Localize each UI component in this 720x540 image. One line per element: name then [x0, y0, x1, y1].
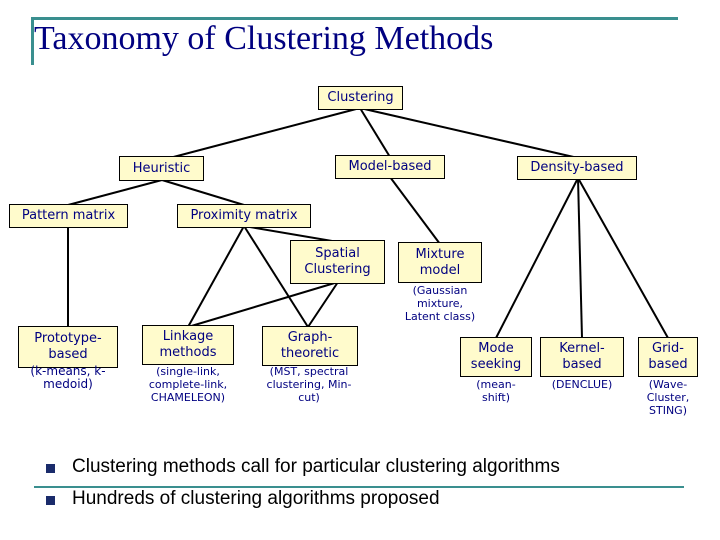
node-linkage-methods: Linkage methods: [142, 325, 234, 365]
mode-sub-line1: (mean-: [476, 378, 516, 391]
edge-proximity-linkage: [187, 225, 245, 328]
node-proximity-matrix: Proximity matrix: [177, 204, 311, 228]
node-grid-based: Grid- based: [638, 337, 698, 377]
node-kernel-based: Kernel- based: [540, 337, 624, 377]
node-spatial-clustering: Spatial Clustering: [290, 240, 385, 284]
tree-connectors: [67, 107, 669, 339]
linkage-examples: (single-link, complete-link, CHAMELEON): [138, 365, 238, 404]
prototype-sub-line2: medoid): [43, 377, 93, 391]
node-graph-theoretic: Graph- theoretic: [262, 326, 358, 366]
node-graph-label-line2: theoretic: [280, 346, 340, 361]
edge-spatial-linkage: [187, 281, 339, 328]
mixture-model-examples: (Gaussian mixture, Latent class): [395, 284, 485, 323]
node-model-based: Model-based: [335, 155, 445, 179]
square-bullet-icon: [46, 464, 55, 473]
node-pattern-matrix: Pattern matrix: [9, 204, 128, 228]
grid-sub-line1: (Wave-: [648, 378, 688, 391]
node-spatial-label-line1: Spatial: [315, 246, 360, 261]
mode-sub-line2: shift): [481, 391, 511, 404]
node-density-based: Density-based: [517, 156, 637, 180]
mixture-sub-line2: mixture,: [416, 297, 464, 310]
edge-clustering-heuristic: [161, 107, 361, 161]
node-kernel-label-line2: based: [562, 357, 602, 372]
edge-density-grid: [577, 177, 669, 339]
edge-heuristic-pattern: [67, 179, 163, 206]
node-clustering: Clustering: [318, 86, 403, 110]
graph-sub-line3: cut): [298, 391, 320, 404]
node-mixture-model: Mixture model: [398, 242, 482, 283]
node-mode-seeking: Mode seeking: [460, 337, 532, 377]
grid-sub-line3: STING): [649, 404, 687, 417]
prototype-examples: (k-means, k- medoid): [13, 365, 123, 391]
node-prototype-based: Prototype- based: [18, 326, 118, 368]
edge-proximity-spatial: [243, 225, 339, 243]
node-heuristic: Heuristic: [119, 156, 204, 181]
node-mode-label-line1: Mode: [478, 341, 514, 356]
edge-clustering-density: [359, 107, 579, 159]
node-model-based-label: Model-based: [348, 159, 432, 174]
graph-sub-line1: (MST, spectral: [269, 365, 349, 378]
square-bullet-icon: [46, 496, 55, 505]
linkage-sub-line2: complete-link,: [148, 378, 228, 391]
mixture-sub-line1: (Gaussian: [412, 284, 468, 297]
linkage-sub-line1: (single-link,: [156, 365, 220, 378]
graph-examples: (MST, spectral clustering, Min- cut): [256, 365, 362, 404]
node-mode-label-line2: seeking: [470, 357, 522, 372]
node-graph-label-line1: Graph-: [287, 330, 333, 345]
node-kernel-label-line1: Kernel-: [559, 341, 605, 356]
node-spatial-label-line2: Clustering: [304, 262, 371, 277]
title-rule-top: [31, 17, 678, 20]
node-linkage-label-line2: methods: [159, 345, 217, 360]
edge-model-mixture: [389, 176, 441, 245]
node-grid-label-line1: Grid-: [652, 341, 684, 356]
linkage-sub-line3: CHAMELEON): [150, 391, 226, 404]
title-rule-left: [31, 17, 34, 65]
kernel-examples: (DENCLUE): [540, 378, 624, 391]
kernel-sub-line1: (DENCLUE): [551, 378, 613, 391]
node-heuristic-label: Heuristic: [132, 160, 191, 176]
node-clustering-label: Clustering: [327, 90, 394, 105]
node-mixture-label-line1: Mixture: [415, 246, 465, 262]
node-mixture-label-line2: model: [419, 262, 461, 278]
prototype-sub-line1: (k-means, k-: [30, 364, 106, 378]
edge-density-kernel: [577, 177, 583, 339]
bullet-divider: [34, 486, 684, 488]
node-grid-label-line2: based: [648, 357, 688, 372]
node-proximity-matrix-label: Proximity matrix: [190, 208, 298, 223]
grid-sub-line2: Cluster,: [646, 391, 690, 404]
node-prototype-label-line1: Prototype-: [34, 331, 102, 346]
edge-proximity-graph: [243, 225, 309, 328]
node-density-based-label: Density-based: [530, 160, 624, 175]
graph-sub-line2: clustering, Min-: [266, 378, 352, 391]
grid-examples: (Wave- Cluster, STING): [634, 378, 702, 417]
bullet-text: Hundreds of clustering algorithms propos…: [72, 488, 440, 509]
mode-examples: (mean- shift): [460, 378, 532, 404]
edge-clustering-model: [359, 107, 391, 158]
edge-heuristic-proximity: [161, 179, 245, 206]
node-linkage-label-line1: Linkage: [162, 329, 214, 344]
slide-title: Taxonomy of Clustering Methods: [34, 20, 494, 57]
edge-spatial-graph: [307, 281, 339, 328]
node-pattern-matrix-label: Pattern matrix: [21, 208, 116, 223]
edge-density-mode: [495, 177, 579, 339]
bullet-text: Clustering methods call for particular c…: [72, 456, 560, 477]
mixture-sub-line3: Latent class): [404, 310, 476, 323]
node-prototype-label-line2: based: [48, 347, 88, 362]
